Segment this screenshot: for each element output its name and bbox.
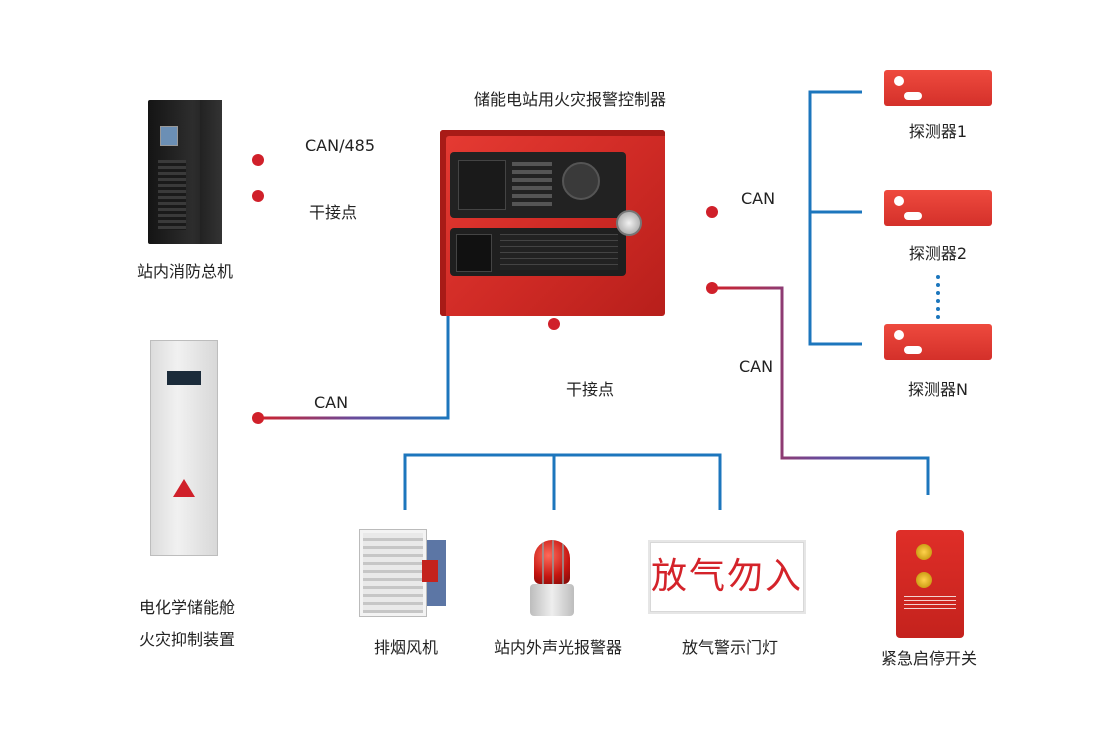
controller-title: 储能电站用火灾报警控制器	[473, 90, 667, 109]
estop-label: 紧急启停开关	[880, 649, 978, 668]
strobe-label: 站内外声光报警器	[493, 638, 623, 657]
detector-n-label: 探测器N	[908, 380, 968, 399]
ellipsis-dot	[936, 283, 940, 287]
suppression-label-2: 火灾抑制装置	[138, 630, 236, 649]
detector-icon	[884, 324, 992, 360]
ellipsis-dot	[936, 299, 940, 303]
detector-icon	[884, 70, 992, 106]
edge-label-can-detectors: CAN	[740, 189, 776, 208]
edge-label-can-left: CAN	[313, 393, 349, 412]
suppression-cabinet-icon	[150, 340, 218, 556]
cabinet-icon	[148, 100, 222, 244]
edge-label-dry-contact-bottom: 干接点	[565, 380, 615, 399]
ellipsis-dot	[936, 315, 940, 319]
edge-label-dry-contact-top: 干接点	[308, 203, 358, 222]
connector-dot	[548, 318, 560, 330]
fan-label: 排烟风机	[373, 638, 439, 657]
edge-label-can485: CAN/485	[304, 136, 376, 155]
detector-2-label: 探测器2	[908, 244, 968, 263]
bus-detectors	[808, 90, 862, 346]
strobe-icon	[530, 532, 574, 618]
suppression-label-1: 电化学储能舱	[138, 598, 236, 617]
connector-dot	[252, 190, 264, 202]
connector-dot	[252, 412, 264, 424]
connector-dot	[706, 282, 718, 294]
switch-icon	[896, 530, 964, 638]
edge-label-can-estop: CAN	[738, 357, 774, 376]
ellipsis-dot	[936, 291, 940, 295]
bus-bottom	[403, 453, 722, 510]
edge-can-estop	[712, 286, 930, 495]
connector-dot	[706, 206, 718, 218]
sign-text: 放气勿入	[650, 556, 803, 597]
fan-icon	[360, 530, 446, 616]
detector-1-label: 探测器1	[908, 122, 968, 141]
ellipsis-dot	[936, 307, 940, 311]
connector-dot	[252, 154, 264, 166]
detector-icon	[884, 190, 992, 226]
ellipsis-dot	[936, 275, 940, 279]
sign-icon: 放气勿入	[648, 540, 806, 614]
sign-label: 放气警示门灯	[681, 638, 779, 657]
controller-icon	[440, 130, 665, 316]
edge-can-left	[258, 286, 450, 420]
fire-host-label: 站内消防总机	[136, 262, 234, 281]
